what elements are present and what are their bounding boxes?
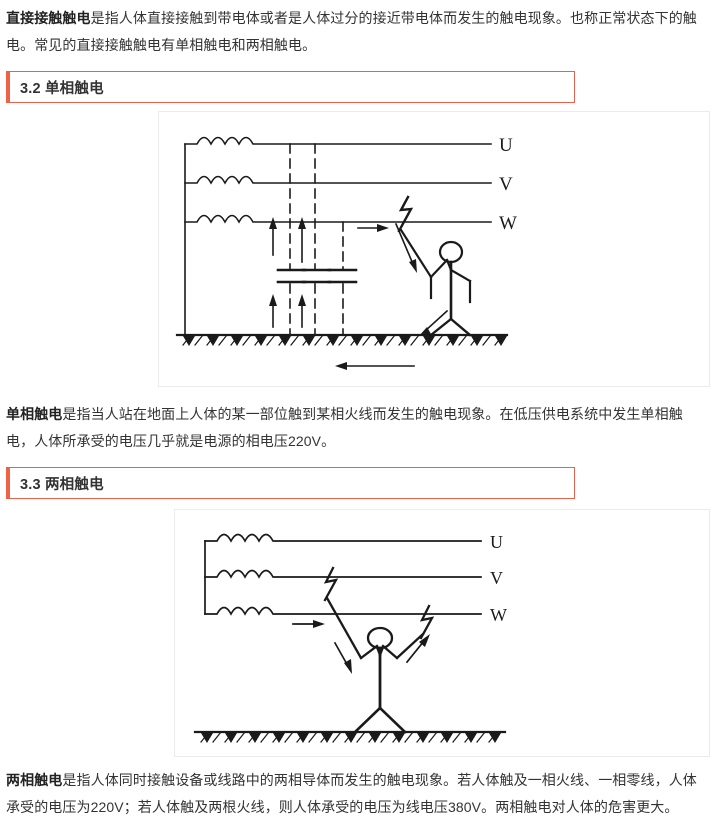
- phase-label-w: W: [499, 213, 517, 234]
- section-3-2-lead-term: 单相触电: [6, 406, 63, 422]
- section-heading-3-3-title: 3.3 两相触电: [20, 476, 104, 493]
- section-3-3-paragraph: 两相触电是指人体同时接触设备或线路中的两相导体而发生的触电现象。若人体触及一相火…: [6, 767, 710, 821]
- figure-two-phase-shock-frame: U V W: [174, 509, 710, 757]
- figure-two-phase-shock: U V W: [174, 509, 710, 757]
- section-heading-3-2: 3.2 单相触电: [6, 71, 575, 103]
- intro-lead-term: 直接接触触电: [6, 10, 91, 26]
- section-3-2-paragraph: 单相触电是指当人站在地面上人体的某一部位触到某相火线而发生的触电现象。在低压供电…: [6, 401, 710, 455]
- section-3-3-body-text: 是指人体同时接触设备或线路中的两相导体而发生的触电现象。若人体触及一相火线、一相…: [6, 772, 697, 815]
- phase-label-u-2: U: [490, 532, 503, 552]
- single-phase-shock-svg: U V W: [175, 135, 517, 370]
- document-page: 直接接触触电是指人体直接接触到带电体或者是人体过分的接近带电体而发生的触电现象。…: [6, 0, 710, 815]
- section-heading-3-2-title: 3.2 单相触电: [20, 80, 104, 97]
- phase-label-v: V: [499, 174, 513, 195]
- phase-label-u: U: [499, 135, 513, 156]
- two-phase-shock-svg: U V W: [193, 532, 507, 743]
- section-heading-3-3: 3.3 两相触电: [6, 467, 575, 499]
- phase-label-v-2: V: [490, 568, 503, 588]
- figure-single-phase-shock-frame: U V W: [158, 111, 710, 387]
- figure-single-phase-shock: U V W: [158, 111, 710, 387]
- figure-gap-2: [6, 757, 710, 767]
- figure-gap-1: [6, 387, 710, 401]
- intro-body-text: 是指人体直接接触到带电体或者是人体过分的接近带电体而发生的触电现象。也称正常状态…: [6, 10, 697, 53]
- section-3-2-body-text: 是指当人站在地面上人体的某一部位触到某相火线而发生的触电现象。在低压供电系统中发…: [6, 406, 683, 449]
- section-3-3-lead-term: 两相触电: [6, 772, 63, 788]
- intro-paragraph: 直接接触触电是指人体直接接触到带电体或者是人体过分的接近带电体而发生的触电现象。…: [6, 0, 710, 59]
- phase-label-w-2: W: [490, 605, 507, 625]
